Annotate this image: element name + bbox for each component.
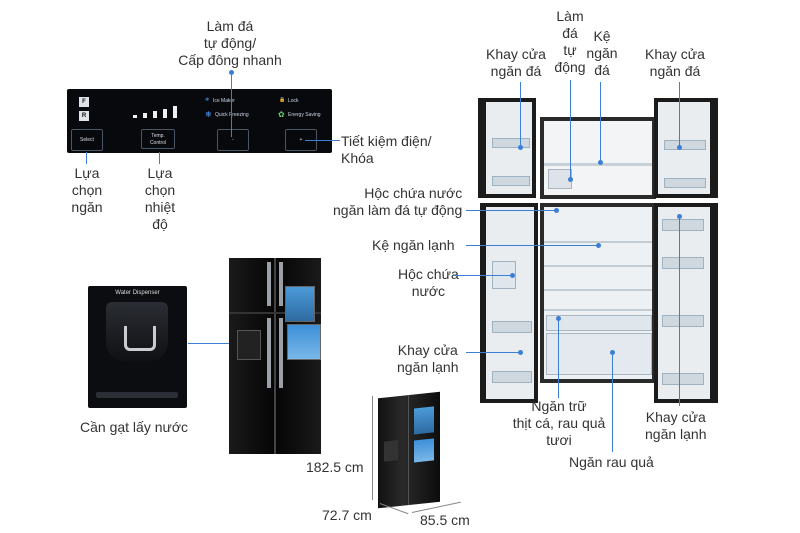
- fridge-3d-image: [378, 391, 440, 509]
- leader-dot: [518, 350, 523, 355]
- temp-level-bar: [153, 111, 157, 118]
- leader-line: [231, 73, 232, 137]
- lever-label: Cần gạt lấy nước: [80, 419, 189, 435]
- leader-line: [558, 318, 559, 398]
- drip-tray: [96, 392, 178, 398]
- leader-line: [159, 152, 160, 164]
- water-dispenser-closeup: Water Dispenser: [88, 286, 187, 408]
- door-seam: [274, 258, 276, 454]
- energy-saving-label: Energy Saving: [288, 112, 321, 118]
- leader-dot: [510, 273, 515, 278]
- leader-dot: [677, 214, 682, 219]
- display-screen: [287, 324, 321, 360]
- height-label: 182.5 cm: [306, 459, 364, 475]
- leader-line: [520, 82, 521, 148]
- open-fridge-image: [478, 95, 718, 407]
- ice-maker-label: Ice Maker: [213, 98, 235, 104]
- display-screen: [414, 406, 434, 435]
- door-handle[interactable]: [267, 262, 271, 306]
- lock-icon: 🔒: [279, 97, 286, 103]
- leader-line: [466, 210, 556, 211]
- temp-control-label-2: Control: [149, 140, 167, 146]
- temp-control-button[interactable]: Temp. Control: [141, 129, 175, 149]
- leader-dot: [568, 177, 573, 182]
- dispenser-title: Water Dispenser: [115, 290, 160, 296]
- leader-dot: [677, 145, 682, 150]
- leader-line: [570, 80, 571, 180]
- temp-level-bar: [133, 115, 137, 118]
- leader-dot: [598, 160, 603, 165]
- fridge-door-left: [480, 203, 538, 403]
- temp-level-bar: [163, 109, 167, 118]
- snowflake-icon: ❄: [205, 110, 212, 119]
- ice-maker-icon: ❄: [205, 97, 210, 103]
- control-panel: F R ❄ Ice Maker 🔒 Lock ❄ Quick Freezing …: [67, 89, 332, 153]
- display-screen: [285, 286, 315, 322]
- veg-drawer-label: Ngăn rau quả: [569, 454, 654, 470]
- leader-dot: [518, 145, 523, 150]
- shelf-cool-label: Kệ ngăn lạnh: [372, 237, 455, 253]
- temp-level-bar: [173, 106, 177, 118]
- leader-dot: [554, 208, 559, 213]
- depth-label: 72.7 cm: [322, 507, 372, 523]
- select-button[interactable]: Select: [71, 129, 103, 151]
- door-seam: [229, 312, 321, 314]
- dimension-line-height: [372, 396, 373, 500]
- leader-dot: [229, 70, 234, 75]
- leader-line: [454, 275, 512, 276]
- energy-lock-label: Tiết kiệm điện/Khóa: [341, 133, 432, 166]
- freezer-compartment: [540, 117, 656, 199]
- leader-line: [679, 82, 680, 148]
- leader-line: [305, 140, 340, 141]
- leader-line: [612, 352, 613, 452]
- minus-button[interactable]: -: [217, 129, 249, 151]
- leader-line: [466, 245, 598, 246]
- dispenser-lever[interactable]: [124, 326, 156, 351]
- leader-line: [188, 343, 240, 344]
- door-handle[interactable]: [279, 262, 283, 306]
- door-seam: [408, 395, 409, 506]
- leader-line: [466, 352, 520, 353]
- leader-line: [679, 216, 680, 406]
- freezer-door-right: [654, 98, 718, 198]
- width-label: 85.5 cm: [420, 512, 470, 528]
- leader-line: [600, 82, 601, 162]
- fridge-front-image: [229, 258, 321, 454]
- display-screen: [414, 438, 434, 463]
- fridge-compartment: [540, 203, 656, 383]
- temp-control-label-1: Temp.: [151, 133, 165, 139]
- leaf-icon: ✿: [278, 110, 285, 119]
- leader-dot: [556, 316, 561, 321]
- door-handle[interactable]: [279, 318, 283, 388]
- lock-label: Lock: [288, 98, 299, 104]
- refrigerator-indicator: R: [79, 111, 89, 121]
- dispenser-recess: [106, 302, 168, 362]
- leader-dot: [610, 350, 615, 355]
- water-dispenser: [384, 440, 398, 462]
- water-dispenser[interactable]: [237, 330, 261, 360]
- door-handle[interactable]: [267, 318, 271, 388]
- fridge-door-right: [654, 203, 718, 403]
- freezer-indicator: F: [79, 97, 89, 107]
- temp-level-bar: [143, 113, 147, 118]
- leader-dot: [596, 243, 601, 248]
- freezer-door-left: [478, 98, 536, 198]
- leader-line: [86, 152, 87, 164]
